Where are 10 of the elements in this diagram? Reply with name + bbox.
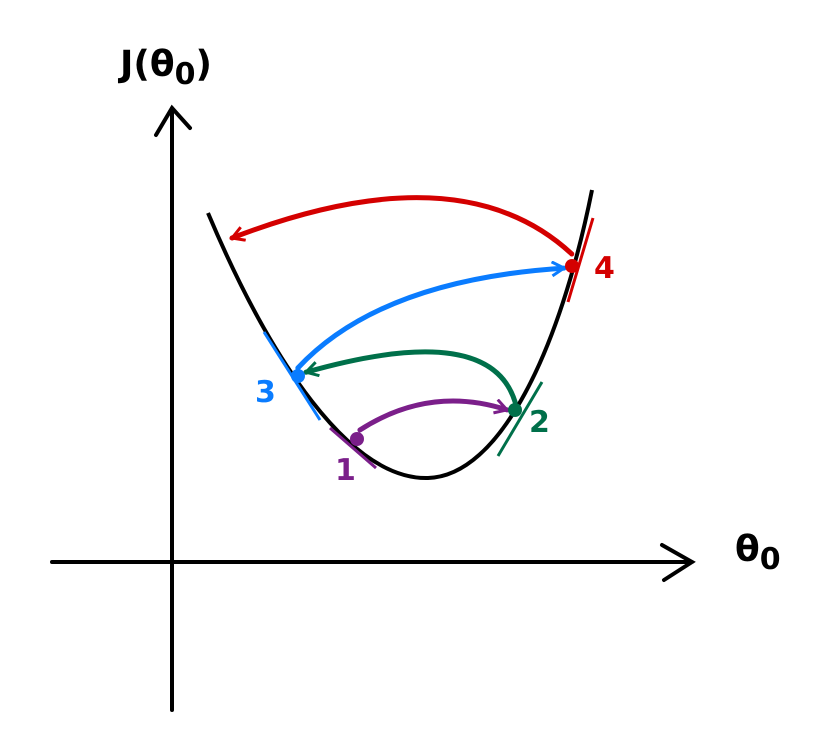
step-number: 1 <box>335 456 356 486</box>
arrow <box>230 196 574 256</box>
step-number: 4 <box>594 254 615 284</box>
axis-label: θ$_{0}$ <box>735 530 781 580</box>
axis-label: J(θ$_{0}$) <box>120 45 212 94</box>
step-number: 3 <box>255 378 276 408</box>
step-number: 2 <box>529 408 550 438</box>
arrow <box>295 260 566 370</box>
arrow <box>304 350 518 404</box>
arrow <box>357 398 510 432</box>
